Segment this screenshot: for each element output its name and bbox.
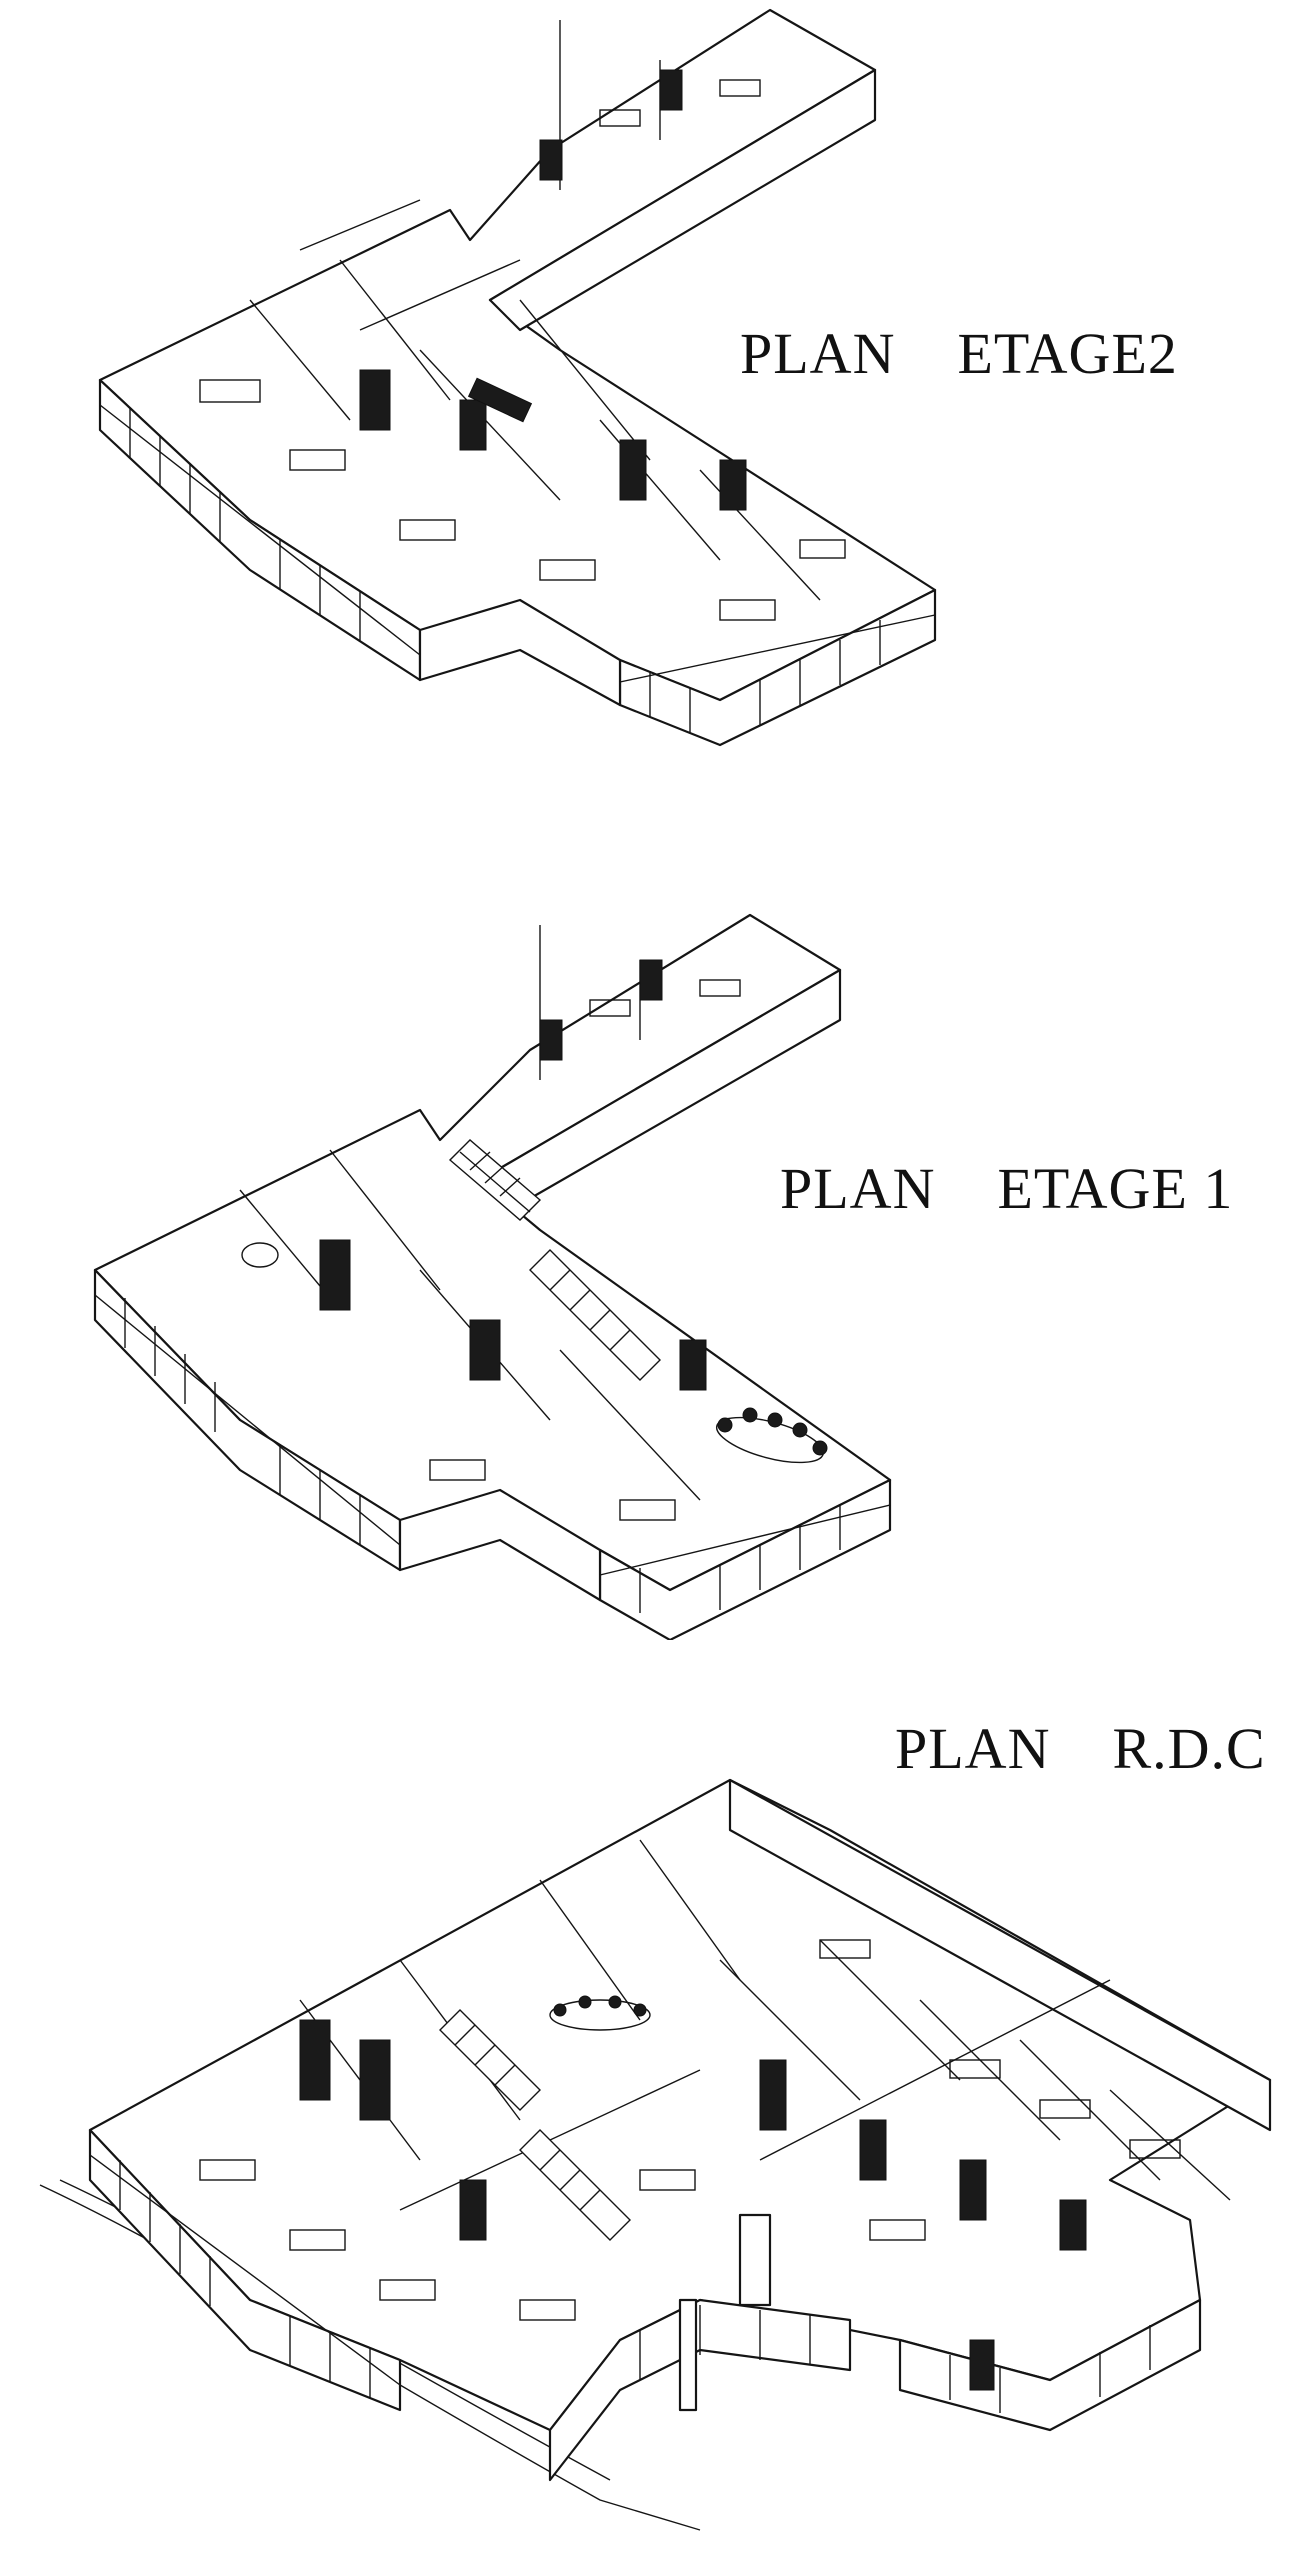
label-etage2: PLAN ETAGE2 xyxy=(740,321,1178,386)
rdc-isometric-svg xyxy=(39,1778,1272,2531)
etage1-isometric-svg xyxy=(93,913,892,1640)
etage1-staircases xyxy=(448,1139,661,1381)
rdc-left-facade xyxy=(88,2128,402,2412)
rdc-storage-units xyxy=(299,2019,1087,2391)
plan-rdc-drawing xyxy=(0,1740,1312,2540)
etage2-curved-wall xyxy=(418,598,622,707)
label-etage1: PLAN ETAGE 1 xyxy=(780,1156,1234,1221)
plan-etage2-drawing xyxy=(0,0,1312,760)
etage2-storage-units xyxy=(359,69,747,511)
etage2-isometric-svg xyxy=(98,8,937,747)
etage1-storage-units xyxy=(319,959,707,1391)
rdc-facade-mullions xyxy=(89,2154,1151,2413)
rdc-staircases xyxy=(439,2009,631,2241)
rdc-rear-wall xyxy=(728,1778,1272,2132)
rdc-entrance-curve xyxy=(548,2298,852,2482)
etage2-facade-mullions xyxy=(99,404,936,733)
rdc-right-facade xyxy=(898,2298,1202,2432)
etage1-meeting-tables xyxy=(241,1242,828,1464)
rdc-desks xyxy=(199,1939,1181,2321)
etage2-corridor-wing xyxy=(488,68,877,332)
label-rdc: PLAN R.D.C xyxy=(895,1716,1266,1781)
rdc-partitions xyxy=(299,1839,1231,2211)
etage1-desks xyxy=(429,979,741,1521)
plan-etage1-drawing xyxy=(0,900,1312,1640)
rdc-meeting-table xyxy=(549,1995,651,2031)
rdc-entrance-column xyxy=(678,2298,698,2412)
etage2-desks xyxy=(199,79,846,621)
etage1-facade-mullions xyxy=(94,1294,891,1613)
etage1-curved-wall xyxy=(398,1488,602,1602)
rdc-display-cabinet xyxy=(738,2213,772,2307)
